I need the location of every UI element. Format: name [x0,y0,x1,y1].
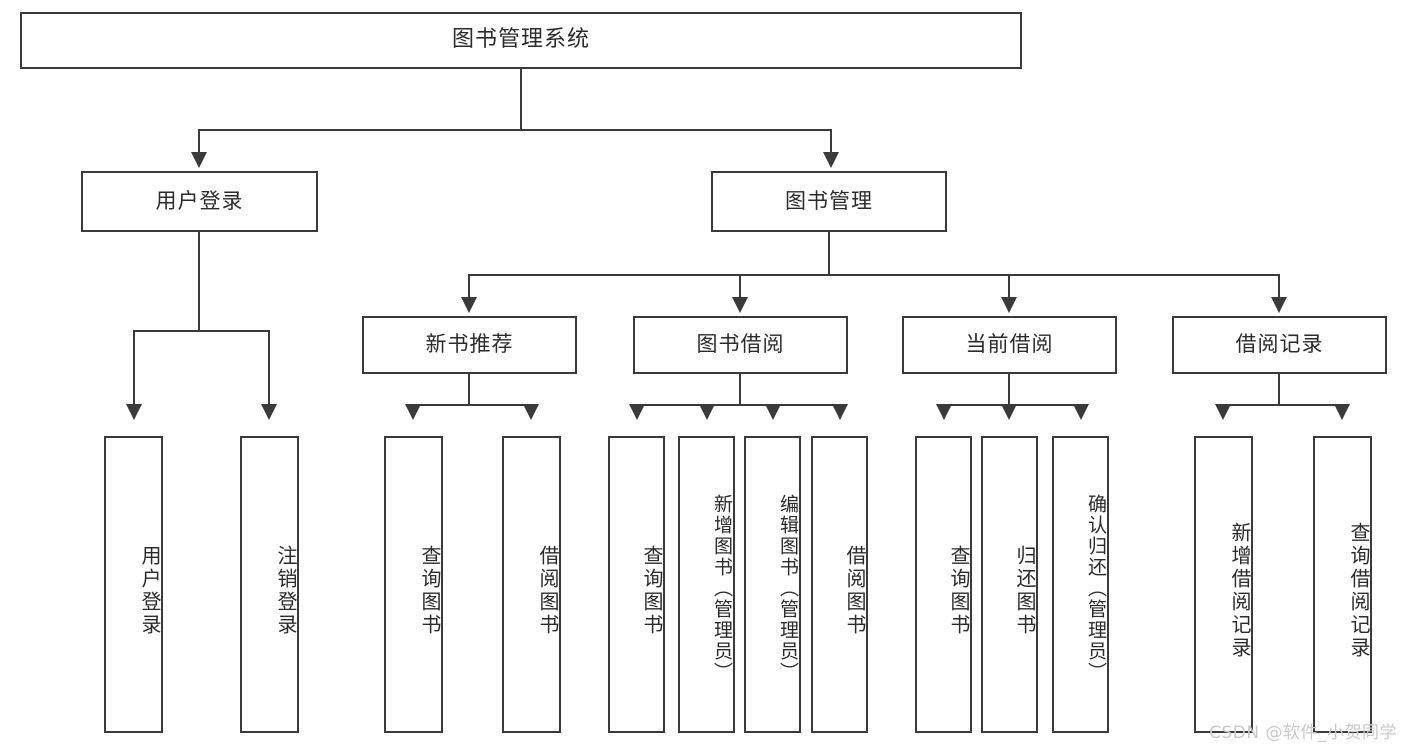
node-current-borrow[interactable]: 当前借阅 [902,316,1117,374]
connector-borrow-record-bus [1222,404,1341,406]
connector-user-login-stem [198,232,200,332]
leaf-record-query-borrow-record[interactable]: 查询借阅记录 [1313,436,1372,733]
node-label: 编辑图书（管理员） [777,494,799,683]
leaf-current-confirm-return-admin[interactable]: 确认归还（管理员） [1052,436,1109,733]
node-label: 借阅记录 [1235,332,1324,357]
connector-new-book-stem [468,374,470,406]
node-label: 归还图书 [1013,544,1037,637]
node-label: 查询借阅记录 [1347,521,1371,660]
connector-borrow-record-stem [1278,374,1280,406]
arrowhead-current-borrow-leaf-1 [936,404,952,420]
leaf-logout-login[interactable]: 注销登录 [240,436,299,733]
arrowhead-to-new-book [461,297,477,313]
arrowhead-to-borrow-record [1271,297,1287,313]
connector-root-drop-right [830,129,832,154]
arrowhead-to-user-login [191,152,207,168]
node-label: 借阅图书 [536,544,560,637]
connector-new-book-bus [412,404,531,406]
connector-user-login-drop-1 [133,330,135,406]
connector-book-borrow-stem [739,374,741,406]
arrowhead-current-borrow-leaf-2 [1001,404,1017,420]
leaf-current-return-book[interactable]: 归还图书 [981,436,1038,733]
arrowhead-borrow-record-leaf-2 [1334,404,1350,420]
connector-root-bus [198,129,832,131]
node-book-borrow[interactable]: 图书借阅 [633,316,848,374]
node-label: 查询图书 [418,544,442,637]
arrowhead-to-book-manage [823,152,839,168]
node-label: 新增图书（管理员） [711,494,733,683]
arrowhead-user-login-leaf-1 [126,404,142,420]
node-label: 确认归还（管理员） [1085,494,1107,683]
arrowhead-new-book-leaf-1 [405,404,421,420]
node-label: 注销登录 [274,544,298,637]
arrowhead-book-borrow-leaf-1 [629,404,645,420]
node-user-login[interactable]: 用户登录 [81,171,318,232]
leaf-borrow-edit-book-admin[interactable]: 编辑图书（管理员） [744,436,801,733]
leaf-new-book-borrow-book[interactable]: 借阅图书 [502,436,561,733]
connector-user-login-bus [133,330,269,332]
node-label: 图书管理系统 [451,27,590,53]
node-label: 用户登录 [155,188,244,213]
arrowhead-new-book-leaf-2 [523,404,539,420]
connector-book-manage-drop-4 [1278,274,1280,299]
arrowhead-borrow-record-leaf-1 [1215,404,1231,420]
node-new-book-recommend[interactable]: 新书推荐 [362,316,577,374]
node-label: 用户登录 [138,544,162,637]
node-book-management[interactable]: 图书管理 [711,171,947,232]
connector-user-login-drop-2 [268,330,270,406]
node-root-system[interactable]: 图书管理系统 [20,12,1022,69]
connector-root-drop-left [198,129,200,154]
leaf-record-add-borrow-record[interactable]: 新增借阅记录 [1194,436,1253,733]
leaf-user-login[interactable]: 用户登录 [104,436,163,733]
connector-current-borrow-stem [1008,374,1010,406]
connector-book-manage-drop-2 [739,274,741,299]
leaf-borrow-borrow-book[interactable]: 借阅图书 [811,436,868,733]
node-label: 新增借阅记录 [1228,521,1252,660]
arrowhead-user-login-leaf-2 [261,404,277,420]
connector-root-stem [520,69,522,130]
arrowhead-to-current-borrow [1001,297,1017,313]
arrowhead-current-borrow-leaf-3 [1073,404,1089,420]
arrowhead-book-borrow-leaf-4 [832,404,848,420]
connector-book-manage-drop-1 [468,274,470,299]
connector-book-manage-drop-3 [1008,274,1010,299]
arrowhead-book-borrow-leaf-2 [699,404,715,420]
watermark-text: CSDN @软件_小贺同学 [1209,723,1397,743]
connector-book-manage-bus [468,274,1280,276]
arrowhead-book-borrow-leaf-3 [765,404,781,420]
node-label: 查询图书 [947,544,971,637]
leaf-borrow-query-book[interactable]: 查询图书 [608,436,665,733]
connector-book-manage-stem [828,232,830,276]
node-label: 图书借阅 [696,332,785,357]
node-label: 查询图书 [640,544,664,637]
connector-book-borrow-bus [636,404,840,406]
node-borrow-record[interactable]: 借阅记录 [1172,316,1387,374]
node-label: 当前借阅 [965,332,1054,357]
node-label: 借阅图书 [843,544,867,637]
node-label: 图书管理 [785,188,873,213]
leaf-current-query-book[interactable]: 查询图书 [915,436,972,733]
node-label: 新书推荐 [425,332,514,357]
leaf-new-book-query-book[interactable]: 查询图书 [384,436,443,733]
arrowhead-to-book-borrow [732,297,748,313]
leaf-borrow-add-book-admin[interactable]: 新增图书（管理员） [678,436,735,733]
